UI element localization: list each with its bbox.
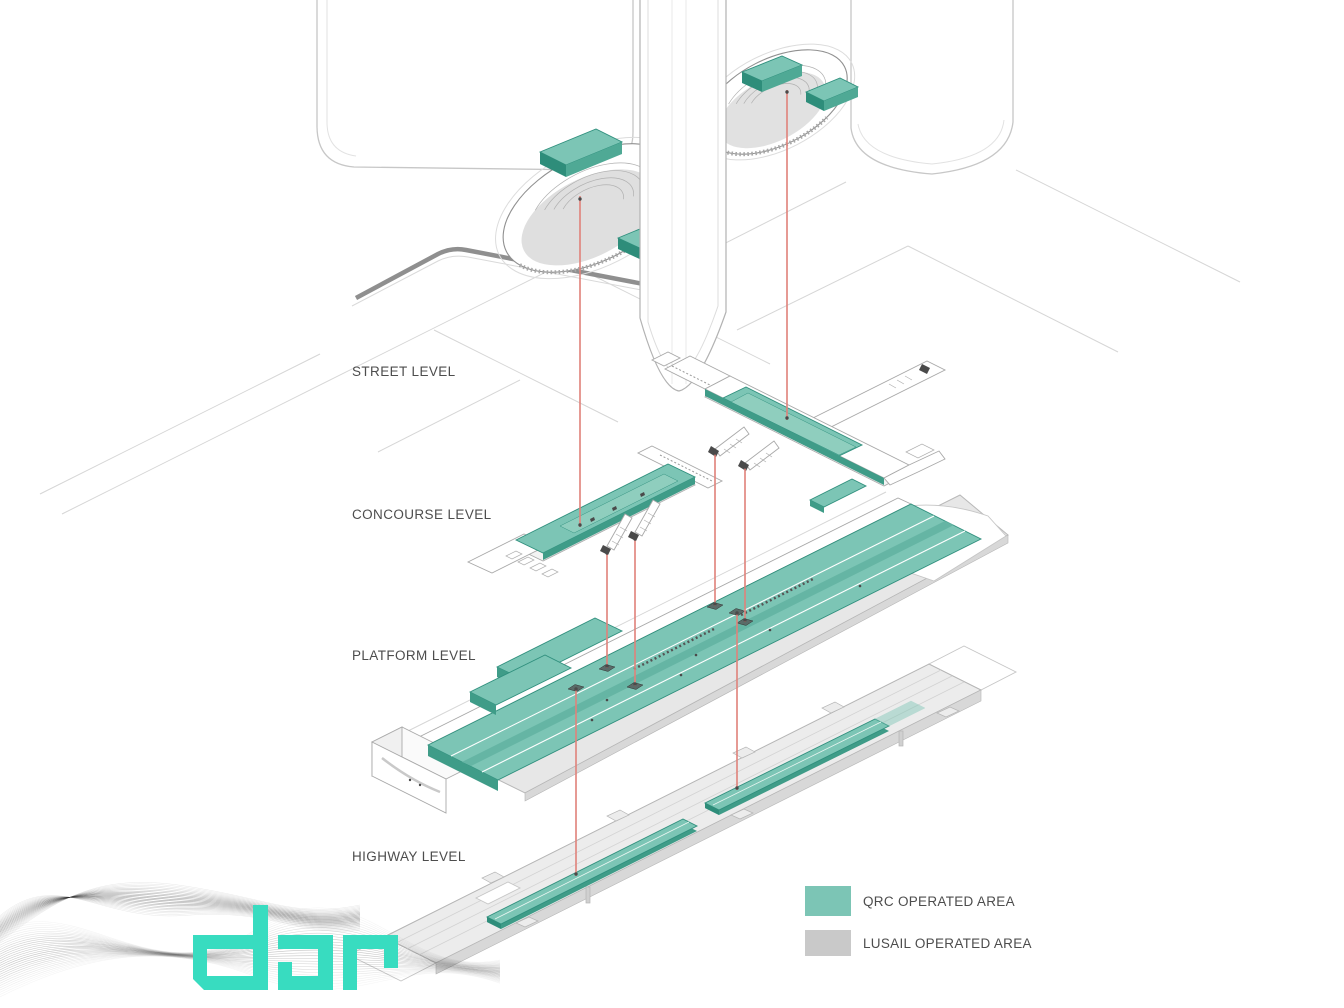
label-platform-level: PLATFORM LEVEL bbox=[352, 648, 476, 663]
qrc-legend-label: QRC OPERATED AREA bbox=[863, 893, 1015, 909]
legend-row-qrc: QRC OPERATED AREA bbox=[805, 886, 1032, 916]
street-ground-lines bbox=[39, 169, 1241, 515]
legend: QRC OPERATED AREA LUSAIL OPERATED AREA bbox=[805, 886, 1032, 956]
concourse-east-escalators bbox=[708, 426, 780, 471]
plaza-east-entrance-pavilions bbox=[740, 55, 860, 111]
platform-level-group bbox=[370, 478, 1009, 814]
tower-east bbox=[850, 0, 1014, 175]
leader-lines bbox=[574, 90, 789, 876]
legend-row-lusail: LUSAIL OPERATED AREA bbox=[805, 930, 1032, 956]
highway-level-group bbox=[348, 645, 1017, 982]
highway-edge-stubs bbox=[474, 701, 960, 928]
label-concourse-level: CONCOURSE LEVEL bbox=[352, 507, 492, 522]
label-street-level: STREET LEVEL bbox=[352, 364, 456, 379]
label-highway-level: HIGHWAY LEVEL bbox=[352, 849, 466, 864]
central-shaft bbox=[639, 0, 727, 392]
highway-qrc-segment-west bbox=[485, 818, 699, 929]
street-ramp bbox=[351, 246, 655, 307]
street-plaza-east bbox=[694, 43, 860, 161]
street-level-group bbox=[39, 0, 1241, 515]
leader-endpoint-dots bbox=[574, 90, 789, 876]
lusail-color-swatch bbox=[805, 930, 851, 956]
dar-logo bbox=[193, 905, 398, 990]
concourse-west-group bbox=[466, 445, 724, 578]
platform-annex-blocks bbox=[468, 617, 624, 715]
qrc-color-swatch bbox=[805, 886, 851, 916]
lusail-legend-label: LUSAIL OPERATED AREA bbox=[863, 935, 1032, 951]
concourse-east-group bbox=[650, 351, 947, 487]
highway-qrc-segment-east bbox=[703, 700, 926, 815]
concourse-west-escalators bbox=[600, 499, 661, 555]
